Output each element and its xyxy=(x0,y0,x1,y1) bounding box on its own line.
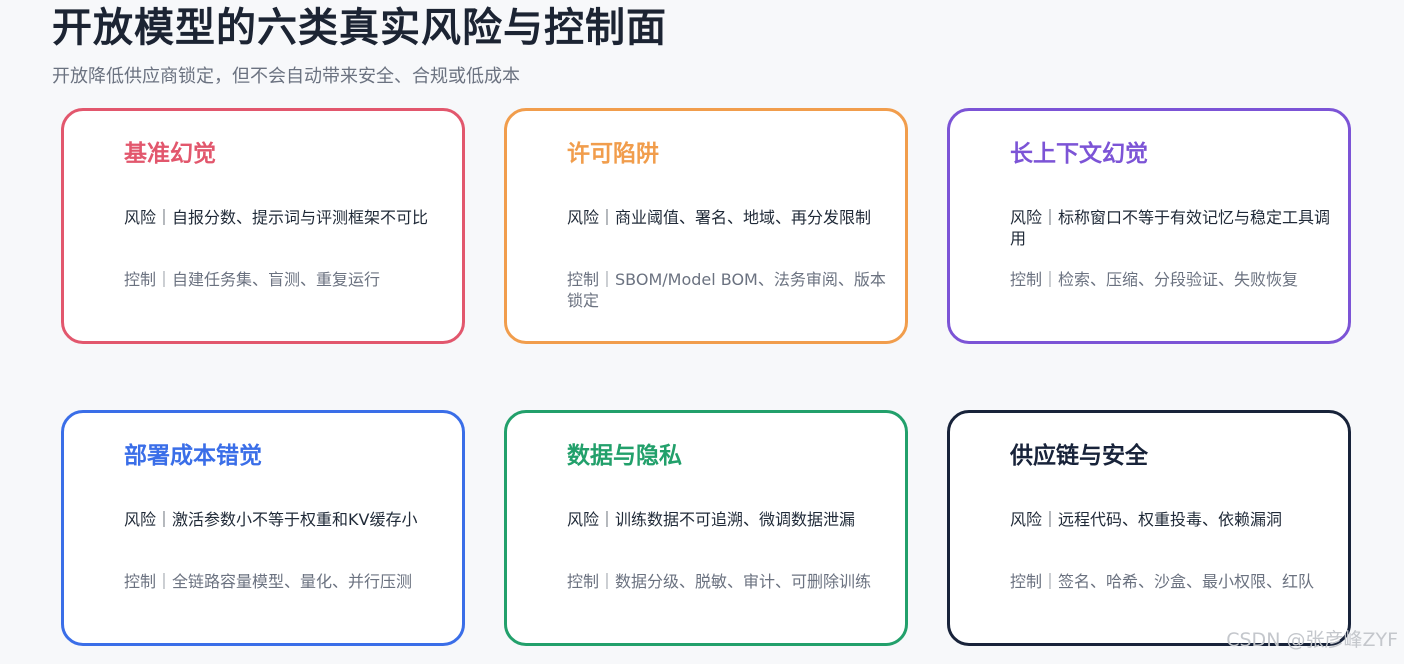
card-risk-text: 风险｜激活参数小不等于权重和KV缓存小 xyxy=(124,510,418,529)
card-control-text: 控制｜签名、哈希、沙盒、最小权限、红队 xyxy=(1010,572,1315,591)
page-subtitle: 开放降低供应商锁定，但不会自动带来安全、合规或低成本 xyxy=(52,66,520,87)
page-title: 开放模型的六类真实风险与控制面 xyxy=(52,5,667,51)
card-title: 许可陷阱 xyxy=(567,141,659,167)
card-title: 数据与隐私 xyxy=(567,443,682,469)
card-license-trap: 许可陷阱 风险｜商业阈值、署名、地域、再分发限制 控制｜SBOM/Model B… xyxy=(504,108,908,344)
card-deployment-cost-illusion: 部署成本错觉 风险｜激活参数小不等于权重和KV缓存小 控制｜全链路容量模型、量化… xyxy=(61,410,465,646)
card-title: 部署成本错觉 xyxy=(124,443,262,469)
card-title: 长上下文幻觉 xyxy=(1010,141,1148,167)
card-title: 基准幻觉 xyxy=(124,141,216,167)
card-risk-text: 风险｜标称窗口不等于有效记忆与稳定工具调用 xyxy=(1010,208,1331,248)
card-benchmark-illusion: 基准幻觉 风险｜自报分数、提示词与评测框架不可比 控制｜自建任务集、盲测、重复运… xyxy=(61,108,465,344)
watermark: CSDN @张彦峰ZYF xyxy=(1226,629,1398,651)
card-control-text: 控制｜全链路容量模型、量化、并行压测 xyxy=(124,572,413,591)
card-long-context-illusion: 长上下文幻觉 风险｜标称窗口不等于有效记忆与稳定工具调用 控制｜检索、压缩、分段… xyxy=(947,108,1351,344)
card-supply-chain-security: 供应链与安全 风险｜远程代码、权重投毒、依赖漏洞 控制｜签名、哈希、沙盒、最小权… xyxy=(947,410,1351,646)
card-control-text: 控制｜自建任务集、盲测、重复运行 xyxy=(124,270,381,289)
card-risk-text: 风险｜商业阈值、署名、地域、再分发限制 xyxy=(567,208,872,227)
card-control-text: 控制｜检索、压缩、分段验证、失败恢复 xyxy=(1010,270,1299,289)
card-data-privacy: 数据与隐私 风险｜训练数据不可追溯、微调数据泄漏 控制｜数据分级、脱敏、审计、可… xyxy=(504,410,908,646)
card-title: 供应链与安全 xyxy=(1010,443,1148,469)
card-control-text: 控制｜SBOM/Model BOM、法务审阅、版本锁定 xyxy=(567,270,886,310)
card-control-text: 控制｜数据分级、脱敏、审计、可删除训练 xyxy=(567,572,872,591)
card-risk-text: 风险｜训练数据不可追溯、微调数据泄漏 xyxy=(567,510,856,529)
card-risk-text: 风险｜远程代码、权重投毒、依赖漏洞 xyxy=(1010,510,1283,529)
card-risk-text: 风险｜自报分数、提示词与评测框架不可比 xyxy=(124,208,429,227)
